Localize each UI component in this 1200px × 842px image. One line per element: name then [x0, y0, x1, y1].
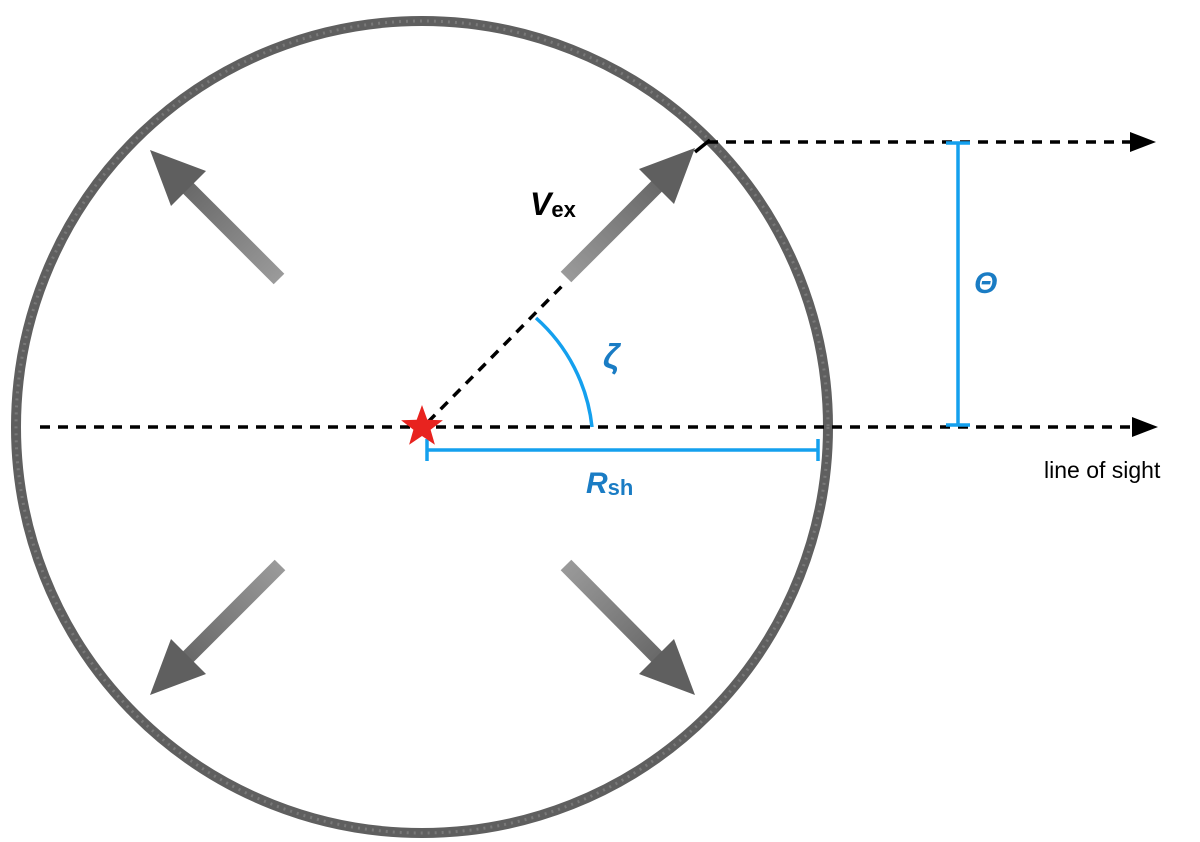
line-of-sight-arrowhead: [1132, 417, 1158, 437]
radial-dashed-line: [426, 280, 568, 424]
velocity-label: Vex: [530, 186, 577, 222]
radius-label: Rsh: [586, 467, 633, 500]
shell-ring-texture: [14, 19, 830, 835]
arrow-icon-upper-left: [150, 150, 285, 285]
radial-dashed-line-tip: [693, 138, 712, 154]
theta-label: Θ: [974, 267, 997, 300]
arrow-icon-upper-right: [560, 148, 695, 283]
arrow-icon-lower-right: [560, 559, 695, 695]
zeta-angle-arc: [534, 316, 594, 428]
arrow-icon-lower-left: [150, 559, 286, 695]
star-icon: [401, 405, 443, 445]
upper-arrowhead: [1130, 132, 1156, 152]
line-of-sight-label: line of sight: [1044, 457, 1161, 483]
zeta-label: ζ: [603, 338, 622, 376]
